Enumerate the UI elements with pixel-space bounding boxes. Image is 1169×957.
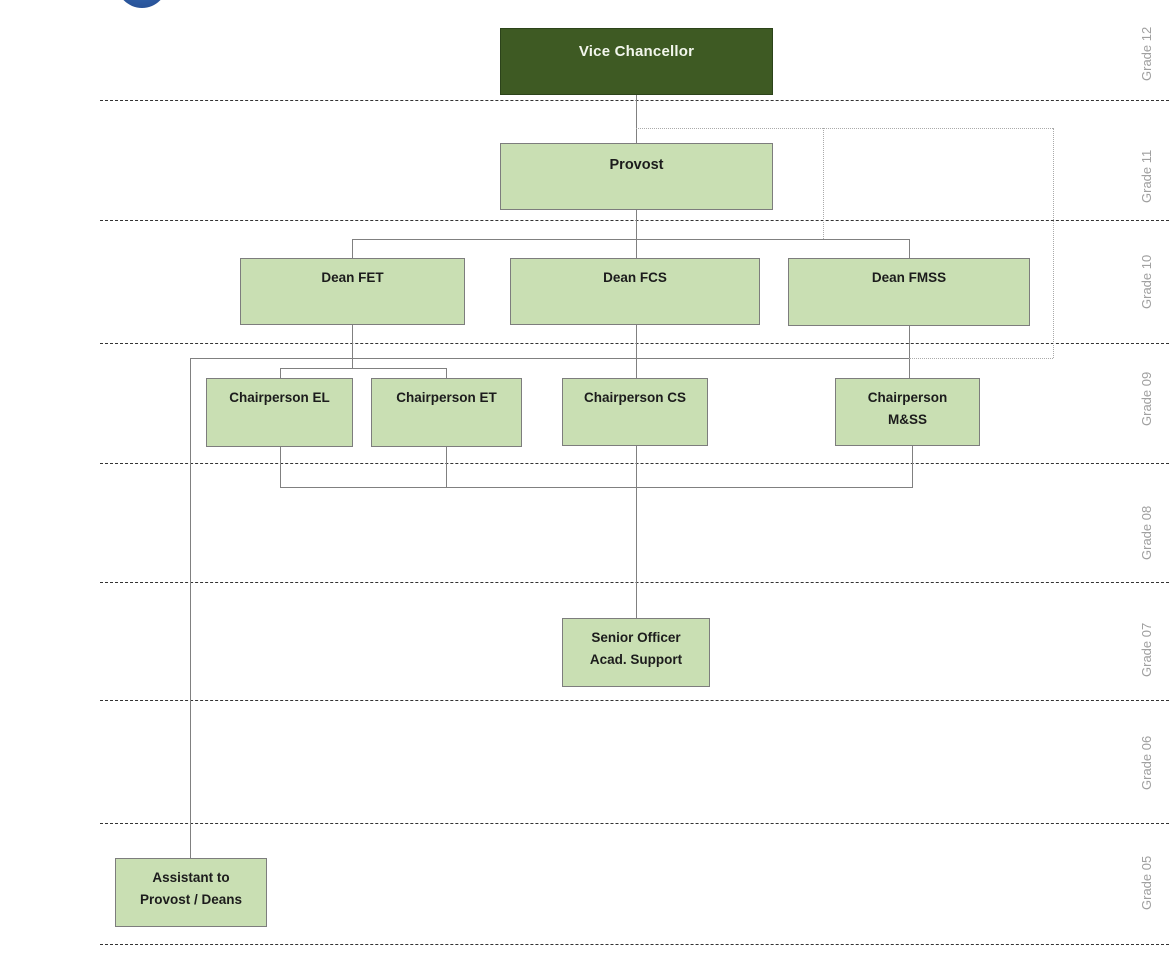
logo-circle-icon [116, 0, 168, 8]
connector-mss-down [912, 446, 913, 488]
connector-el-down [280, 447, 281, 487]
dotted-connector-to-deans-bar [823, 128, 824, 239]
connector-chairpersons-bar [190, 358, 909, 359]
grade-separator-line [100, 700, 1169, 701]
node-chairperson-mss: Chairperson M&SS [835, 378, 980, 446]
connector-lower-bar [280, 487, 913, 488]
node-label: Chairperson EL [229, 390, 330, 405]
node-label-line1: Senior Officer [591, 630, 681, 645]
grade-label-11: Grade 11 [1139, 149, 1154, 203]
node-assistant-to-provost-deans: Assistant to Provost / Deans [115, 858, 267, 927]
grade-label-05: Grade 05 [1139, 855, 1154, 911]
grade-label-10: Grade 10 [1139, 254, 1154, 310]
node-dean-fcs: Dean FCS [510, 258, 760, 325]
connector-provost-down [636, 210, 637, 259]
node-label: Dean FMSS [871, 270, 947, 285]
connector-stub-dean-fmss [909, 239, 910, 258]
connector-fet-down [352, 325, 353, 369]
connector-deans-bar [352, 239, 909, 240]
grade-separator-line [100, 463, 1169, 464]
node-label: Vice Chancellor [578, 43, 695, 60]
node-label-line2: Provost / Deans [139, 891, 243, 907]
connector-fcs-chair-cs [636, 325, 637, 378]
node-label: Dean FET [321, 270, 384, 285]
grade-label-06: Grade 06 [1139, 735, 1154, 791]
connector-stub-chair-et [446, 368, 447, 378]
node-provost: Provost [500, 143, 773, 210]
node-label-line1: Assistant to [152, 870, 230, 885]
node-dean-fmss: Dean FMSS [788, 258, 1030, 326]
connector-fmss-chair-mss [909, 326, 910, 378]
connector-vc-provost [636, 95, 637, 143]
grade-separator-line [100, 582, 1169, 583]
connector-to-assistant [190, 358, 191, 858]
grade-label-08: Grade 08 [1139, 505, 1154, 561]
node-label: Provost [609, 157, 664, 173]
grade-separator-line [100, 100, 1169, 101]
node-dean-fet: Dean FET [240, 258, 465, 325]
node-label-line2: M&SS [887, 411, 927, 427]
connector-et-down [446, 447, 447, 487]
node-vice-chancellor: Vice Chancellor [500, 28, 773, 95]
dotted-connector-right [1053, 128, 1054, 358]
dotted-connector-top [636, 128, 1053, 129]
node-chairperson-el: Chairperson EL [206, 378, 353, 447]
node-senior-officer-acad-support: Senior Officer Acad. Support [562, 618, 710, 687]
grade-separator-line [100, 823, 1169, 824]
node-label: Dean FCS [603, 270, 667, 285]
connector-stub-chair-el [280, 368, 281, 378]
grade-separator-line [100, 343, 1169, 344]
node-label: Chairperson CS [583, 390, 687, 405]
connector-cs-senior-officer [636, 446, 637, 618]
dotted-connector-to-mss [909, 358, 1053, 359]
node-chairperson-cs: Chairperson CS [562, 378, 708, 446]
connector-el-et-bar [280, 368, 447, 369]
grade-separator-line [100, 944, 1169, 945]
node-label-line2: Acad. Support [589, 651, 683, 667]
connector-stub-dean-fet [352, 239, 353, 258]
node-label-line1: Chairperson [867, 390, 948, 405]
grade-label-12: Grade 12 [1139, 26, 1154, 82]
grade-separator-line [100, 220, 1169, 221]
grade-label-09: Grade 09 [1139, 371, 1154, 427]
grade-label-07: Grade 07 [1139, 622, 1154, 678]
node-chairperson-et: Chairperson ET [371, 378, 522, 447]
node-label: Chairperson ET [396, 390, 497, 405]
